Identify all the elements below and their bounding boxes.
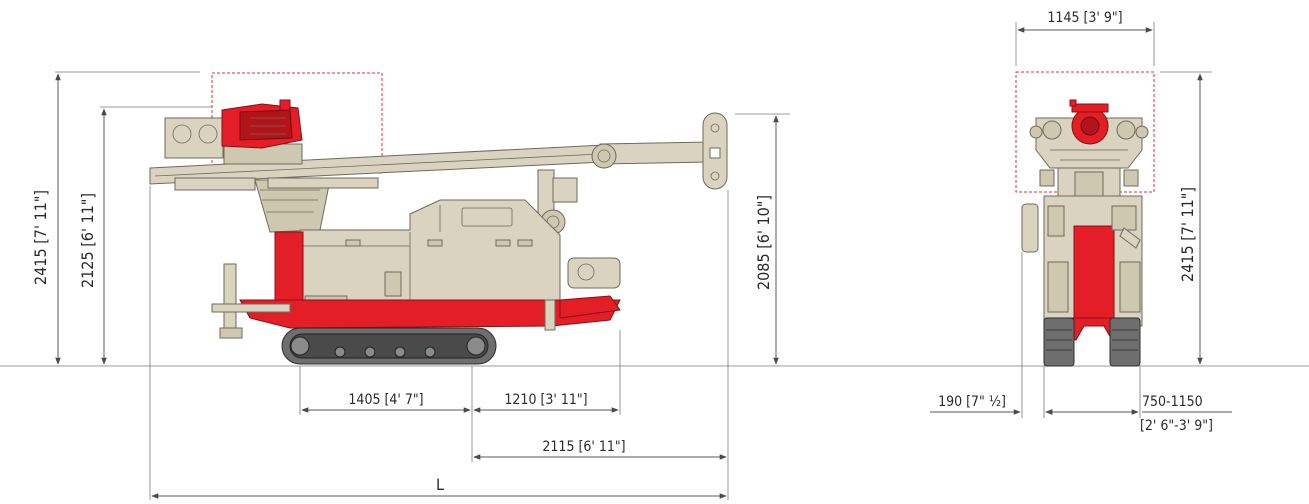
front-track-gauge-label-2: [2' 6"-3' 9"]	[1140, 418, 1213, 434]
front-track-gauge-label-1: 750-1150	[1142, 394, 1203, 410]
side-red-column	[274, 231, 304, 305]
front-track-right	[1109, 317, 1141, 367]
rear-outrigger	[223, 263, 237, 331]
side-tip-height-label: 2085 [6' 10"]	[754, 195, 773, 290]
front-red-column	[1073, 225, 1115, 327]
front-head-width-label: 1145 [3' 9"]	[1047, 10, 1122, 26]
side-overall-height-label: 2415 [7' 11"]	[31, 190, 50, 285]
side-view-machine	[149, 72, 728, 365]
front-view-dimensions: 1145 [3' 9"] 2415 [7' 11"] 190 [7" ½] 75…	[930, 10, 1232, 434]
front-track-left	[1043, 317, 1075, 367]
side-length-label: L	[436, 475, 444, 494]
side-overhang-label: 2115 [6' 11"]	[542, 439, 625, 455]
front-outrigger-left	[1021, 203, 1039, 253]
mast-extension	[599, 141, 711, 165]
engine-enclosure	[299, 199, 561, 303]
side-track-rear-label: 1210 [3' 11"]	[504, 392, 587, 408]
side-mast-height-label: 2125 [6' 11"]	[78, 193, 97, 288]
front-outrigger	[544, 299, 556, 331]
front-overall-height-label: 2415 [7' 11"]	[1178, 187, 1197, 282]
front-outrigger-offset-label: 190 [7" ½]	[938, 394, 1006, 410]
clamp-unit	[164, 117, 224, 159]
side-track-front-label: 1405 [4' 7"]	[348, 392, 423, 408]
front-view-machine	[1015, 71, 1155, 367]
side-view-dimensions: 2415 [7' 11"] 2125 [6' 11"] 2085 [6' 10"…	[31, 71, 790, 500]
